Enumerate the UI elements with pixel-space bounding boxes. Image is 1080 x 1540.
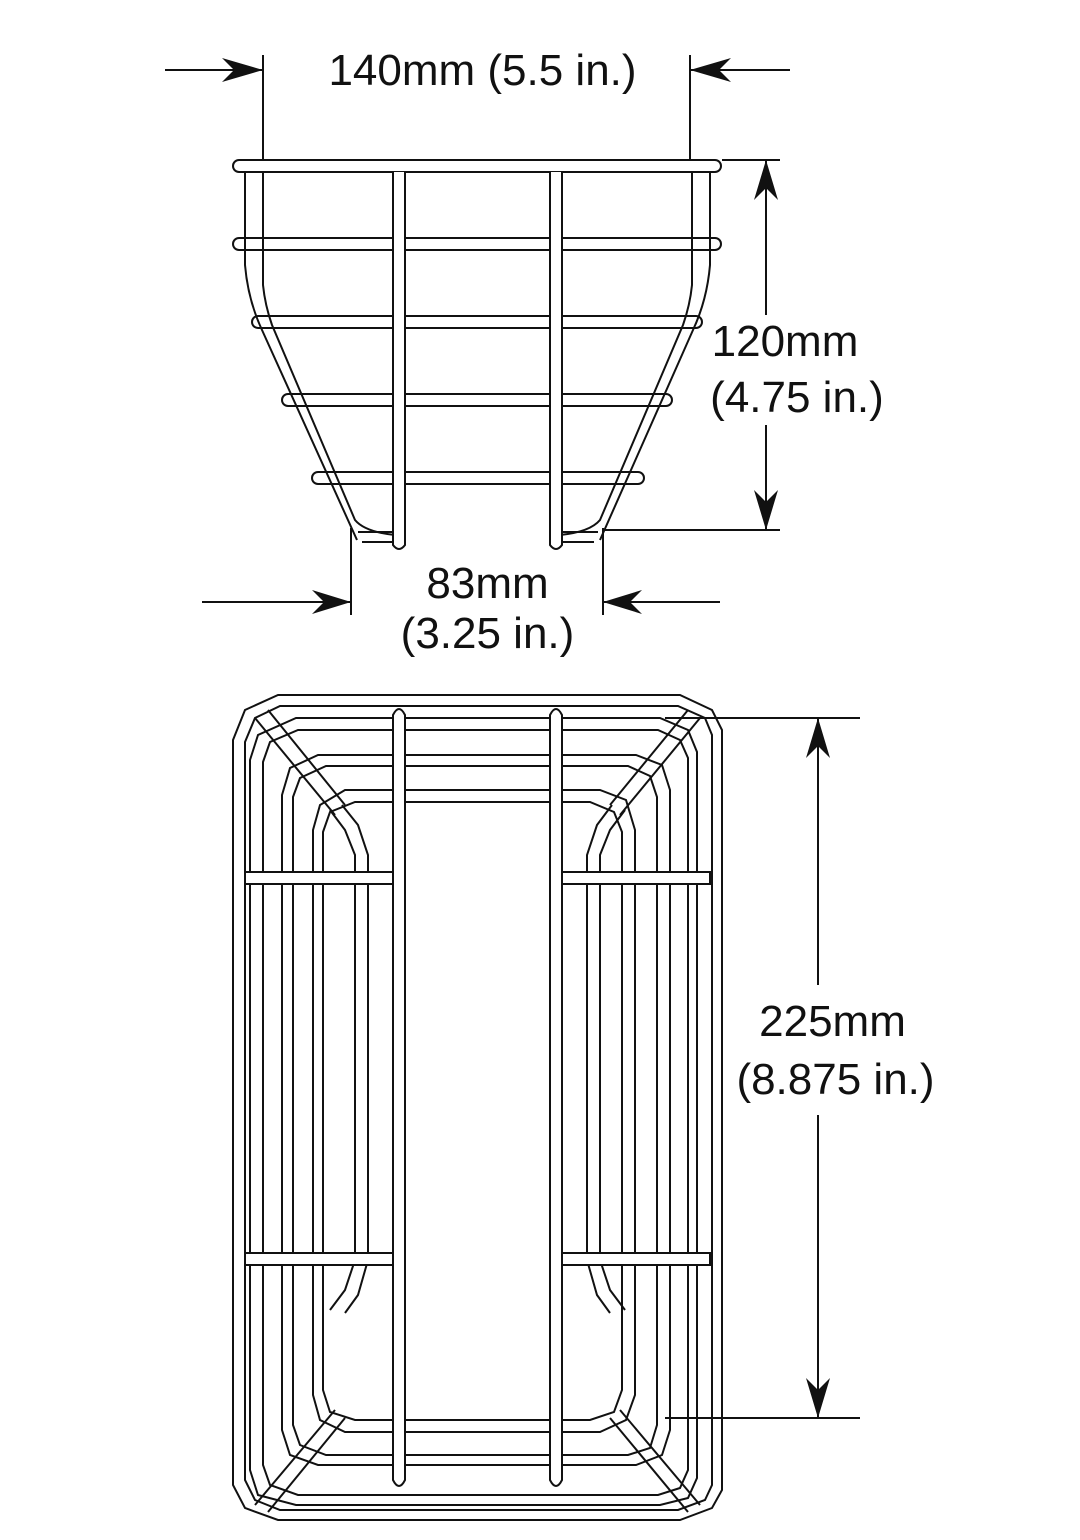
dimension-height — [604, 159, 780, 531]
top-width-label: 140mm (5.5 in.) — [328, 46, 637, 95]
bottom-width-in-label: (3.25 in.) — [400, 609, 575, 658]
bottom-width-mm-label: 83mm — [426, 559, 549, 608]
length-mm-label: 225mm — [759, 997, 906, 1046]
dimension-bottom-width — [202, 528, 720, 615]
length-in-label: (8.875 in.) — [736, 1055, 935, 1104]
top-view — [232, 694, 860, 1521]
height-in-label: (4.75 in.) — [710, 373, 884, 422]
dimension-top-width — [165, 55, 790, 172]
height-mm-label: 120mm — [711, 317, 859, 366]
side-view — [165, 55, 790, 615]
dimension-length — [665, 717, 860, 1419]
